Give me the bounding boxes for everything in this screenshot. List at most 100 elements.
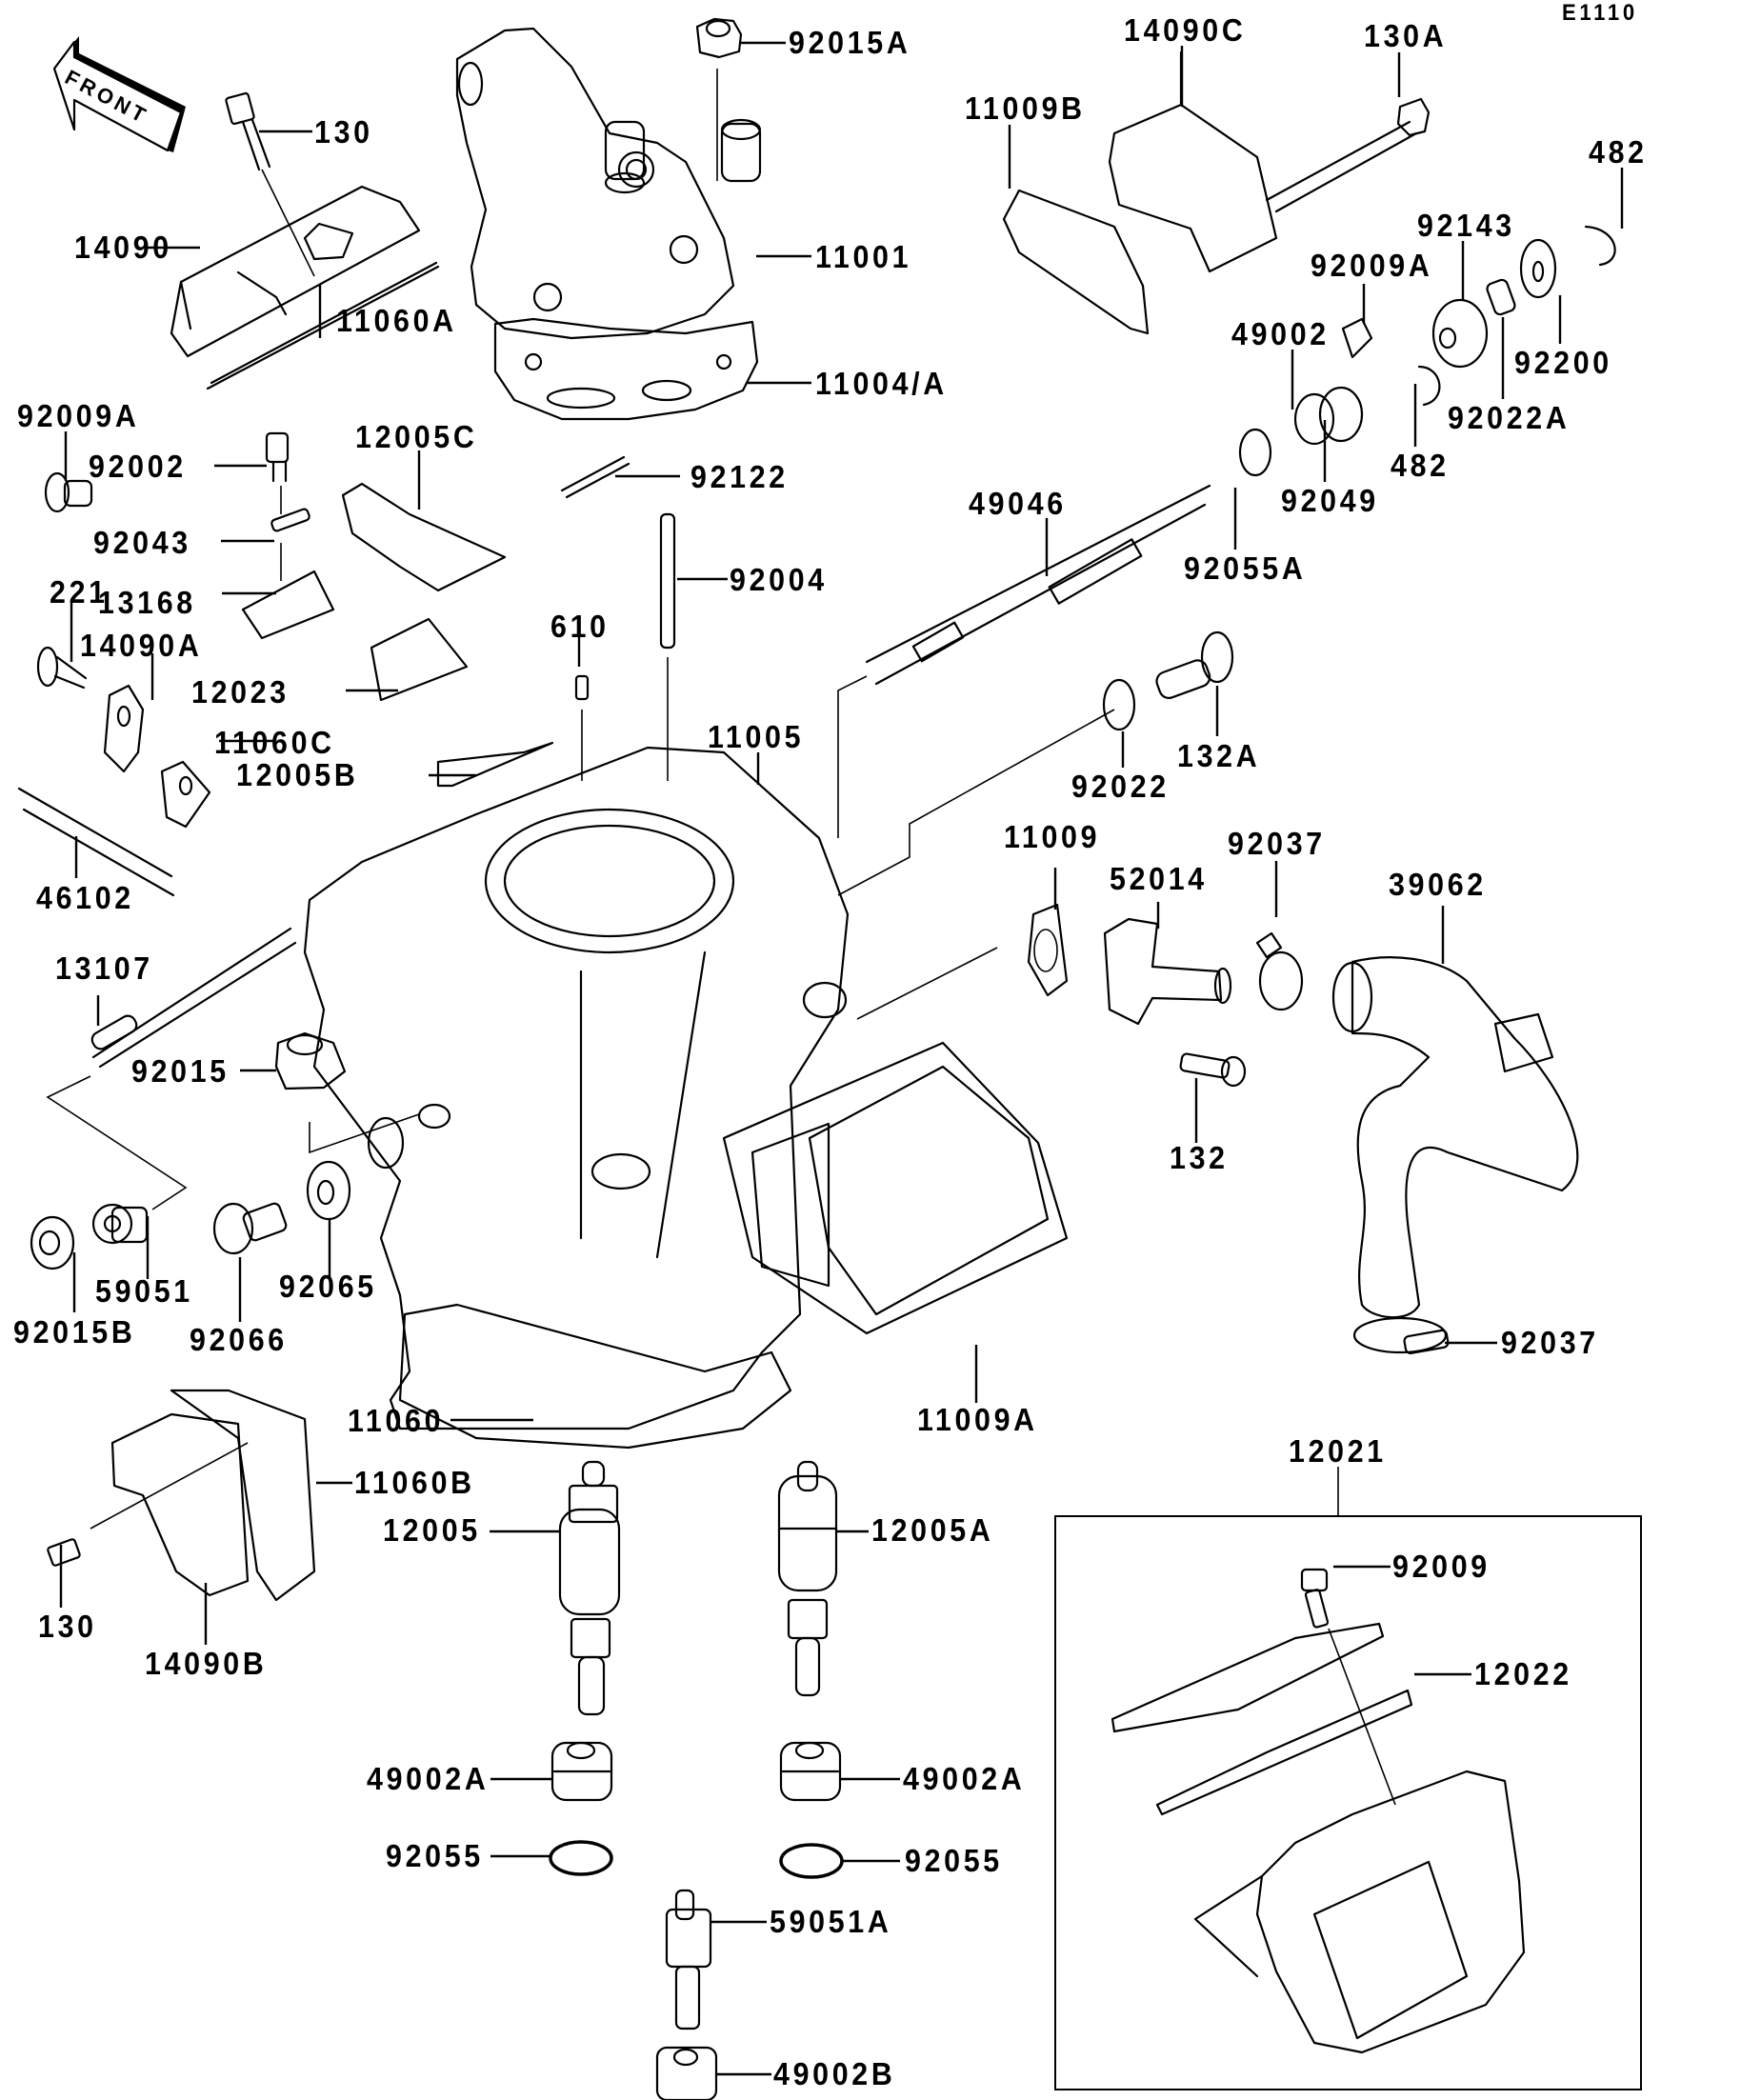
- cylinder-head-11001: [455, 27, 762, 340]
- label-49002: 49002: [1231, 316, 1330, 351]
- label-11001: 11001: [815, 239, 912, 274]
- label-12022: 12022: [1474, 1656, 1572, 1691]
- bushing-49002A-left: [550, 1741, 613, 1802]
- label-14090: 14090: [74, 230, 172, 265]
- label-92009A-left: 92009A: [17, 398, 140, 433]
- bolt-132A: [1155, 630, 1234, 699]
- label-92066: 92066: [190, 1322, 288, 1357]
- label-92004: 92004: [730, 562, 828, 597]
- shaft-13107: [90, 927, 297, 1069]
- hose-39062: [1331, 956, 1579, 1319]
- washer-92065: [306, 1116, 405, 1221]
- head-gasket-11004A: [493, 317, 759, 421]
- gear-59051: [91, 1203, 149, 1245]
- nut-92015: [274, 1031, 347, 1090]
- cylinder-11005: [303, 746, 850, 1430]
- plug-92066: [212, 1202, 288, 1255]
- reed-gasket-11009A: [722, 1041, 1069, 1335]
- label-11004A: 11004/A: [815, 366, 948, 401]
- label-12005B: 12005B: [236, 757, 359, 792]
- washer-92022: [1102, 678, 1136, 731]
- bolt-130A: [1265, 97, 1431, 213]
- diagram-code: E1110: [1562, 0, 1638, 26]
- label-12021: 12021: [1289, 1433, 1387, 1469]
- label-132A: 132A: [1177, 738, 1261, 773]
- label-39062: 39062: [1389, 867, 1487, 902]
- leader-lines: [59, 41, 1624, 2076]
- clamp-92037-top: [1255, 931, 1304, 1011]
- label-59051A: 59051A: [770, 1904, 892, 1939]
- label-49002B: 49002B: [773, 2056, 896, 2091]
- label-11060C: 11060C: [214, 725, 335, 760]
- label-14090B: 14090B: [145, 1646, 268, 1681]
- fitting-52014: [1103, 917, 1232, 1026]
- label-92009: 92009: [1392, 1549, 1491, 1584]
- label-92022: 92022: [1071, 769, 1170, 804]
- label-92009A-right: 92009A: [1311, 248, 1433, 283]
- label-11005: 11005: [708, 719, 805, 754]
- gasket-11009: [1027, 903, 1069, 997]
- reed-valve-inset-box: [1054, 1515, 1642, 2090]
- label-92015: 92015: [131, 1053, 230, 1089]
- label-13168: 13168: [98, 585, 196, 620]
- label-92037-top: 92037: [1228, 826, 1326, 861]
- bushing-49002A-right: [779, 1741, 842, 1802]
- bolt-130-bottom: [47, 1442, 249, 1567]
- shaft-49046: [865, 484, 1211, 686]
- cover-14090B: [110, 1389, 316, 1602]
- gasket-11009B: [1002, 189, 1150, 335]
- label-49002A-left: 49002A: [367, 1761, 490, 1796]
- label-92143: 92143: [1417, 208, 1515, 243]
- label-59051: 59051: [95, 1273, 193, 1309]
- label-11009: 11009: [1004, 819, 1101, 854]
- front-arrow-icon: [52, 36, 186, 152]
- nut-92015B: [30, 1215, 75, 1270]
- label-482-top: 482: [1589, 134, 1648, 170]
- label-92015A: 92015A: [789, 25, 911, 60]
- label-92049: 92049: [1281, 483, 1379, 518]
- label-12023: 12023: [191, 674, 290, 710]
- label-11060: 11060: [348, 1403, 445, 1438]
- oring-92055-right: [779, 1843, 844, 1879]
- label-52014: 52014: [1110, 861, 1208, 896]
- label-92022A: 92022A: [1448, 400, 1571, 435]
- label-92200: 92200: [1514, 345, 1612, 380]
- label-92055A: 92055A: [1184, 550, 1307, 586]
- label-92037-bottom: 92037: [1501, 1325, 1599, 1360]
- label-92065: 92065: [279, 1269, 377, 1304]
- label-92002: 92002: [89, 449, 187, 484]
- label-12005C: 12005C: [355, 419, 478, 454]
- label-12005A: 12005A: [871, 1512, 994, 1548]
- label-92055-right: 92055: [905, 1843, 1003, 1878]
- label-11009B: 11009B: [965, 90, 1086, 126]
- small-parts-left: [17, 431, 676, 897]
- valve-12005A: [777, 1460, 838, 1697]
- label-12005: 12005: [383, 1512, 481, 1548]
- reed-valve-assembly: [1111, 1568, 1526, 2054]
- label-46102: 46102: [36, 880, 134, 915]
- cover-14090C: [1108, 50, 1278, 273]
- valve-12005: [558, 1460, 621, 1716]
- label-130A: 130A: [1364, 18, 1448, 53]
- label-14090C: 14090C: [1124, 12, 1247, 48]
- base-gasket-11060: [398, 1303, 792, 1450]
- label-610: 610: [550, 609, 610, 644]
- label-130-bottom: 130: [38, 1609, 97, 1644]
- label-49002A-right: 49002A: [903, 1761, 1026, 1796]
- bushing-49002B: [655, 2046, 718, 2100]
- gear-59051A: [665, 1889, 712, 2030]
- label-11009A: 11009A: [917, 1402, 1038, 1437]
- clamp-92037-bottom: [1352, 1316, 1450, 1354]
- label-482-bottom: 482: [1391, 448, 1450, 483]
- bolt-132: [1179, 1052, 1247, 1088]
- label-132: 132: [1170, 1140, 1229, 1175]
- label-13107: 13107: [55, 950, 153, 986]
- label-92055-left: 92055: [386, 1838, 484, 1873]
- label-221: 221: [50, 574, 109, 610]
- oring-92055-left: [549, 1840, 613, 1876]
- label-92015B: 92015B: [13, 1314, 136, 1350]
- label-92122: 92122: [690, 459, 789, 494]
- label-11060A: 11060A: [336, 303, 457, 338]
- part-14090-cover: [170, 185, 421, 358]
